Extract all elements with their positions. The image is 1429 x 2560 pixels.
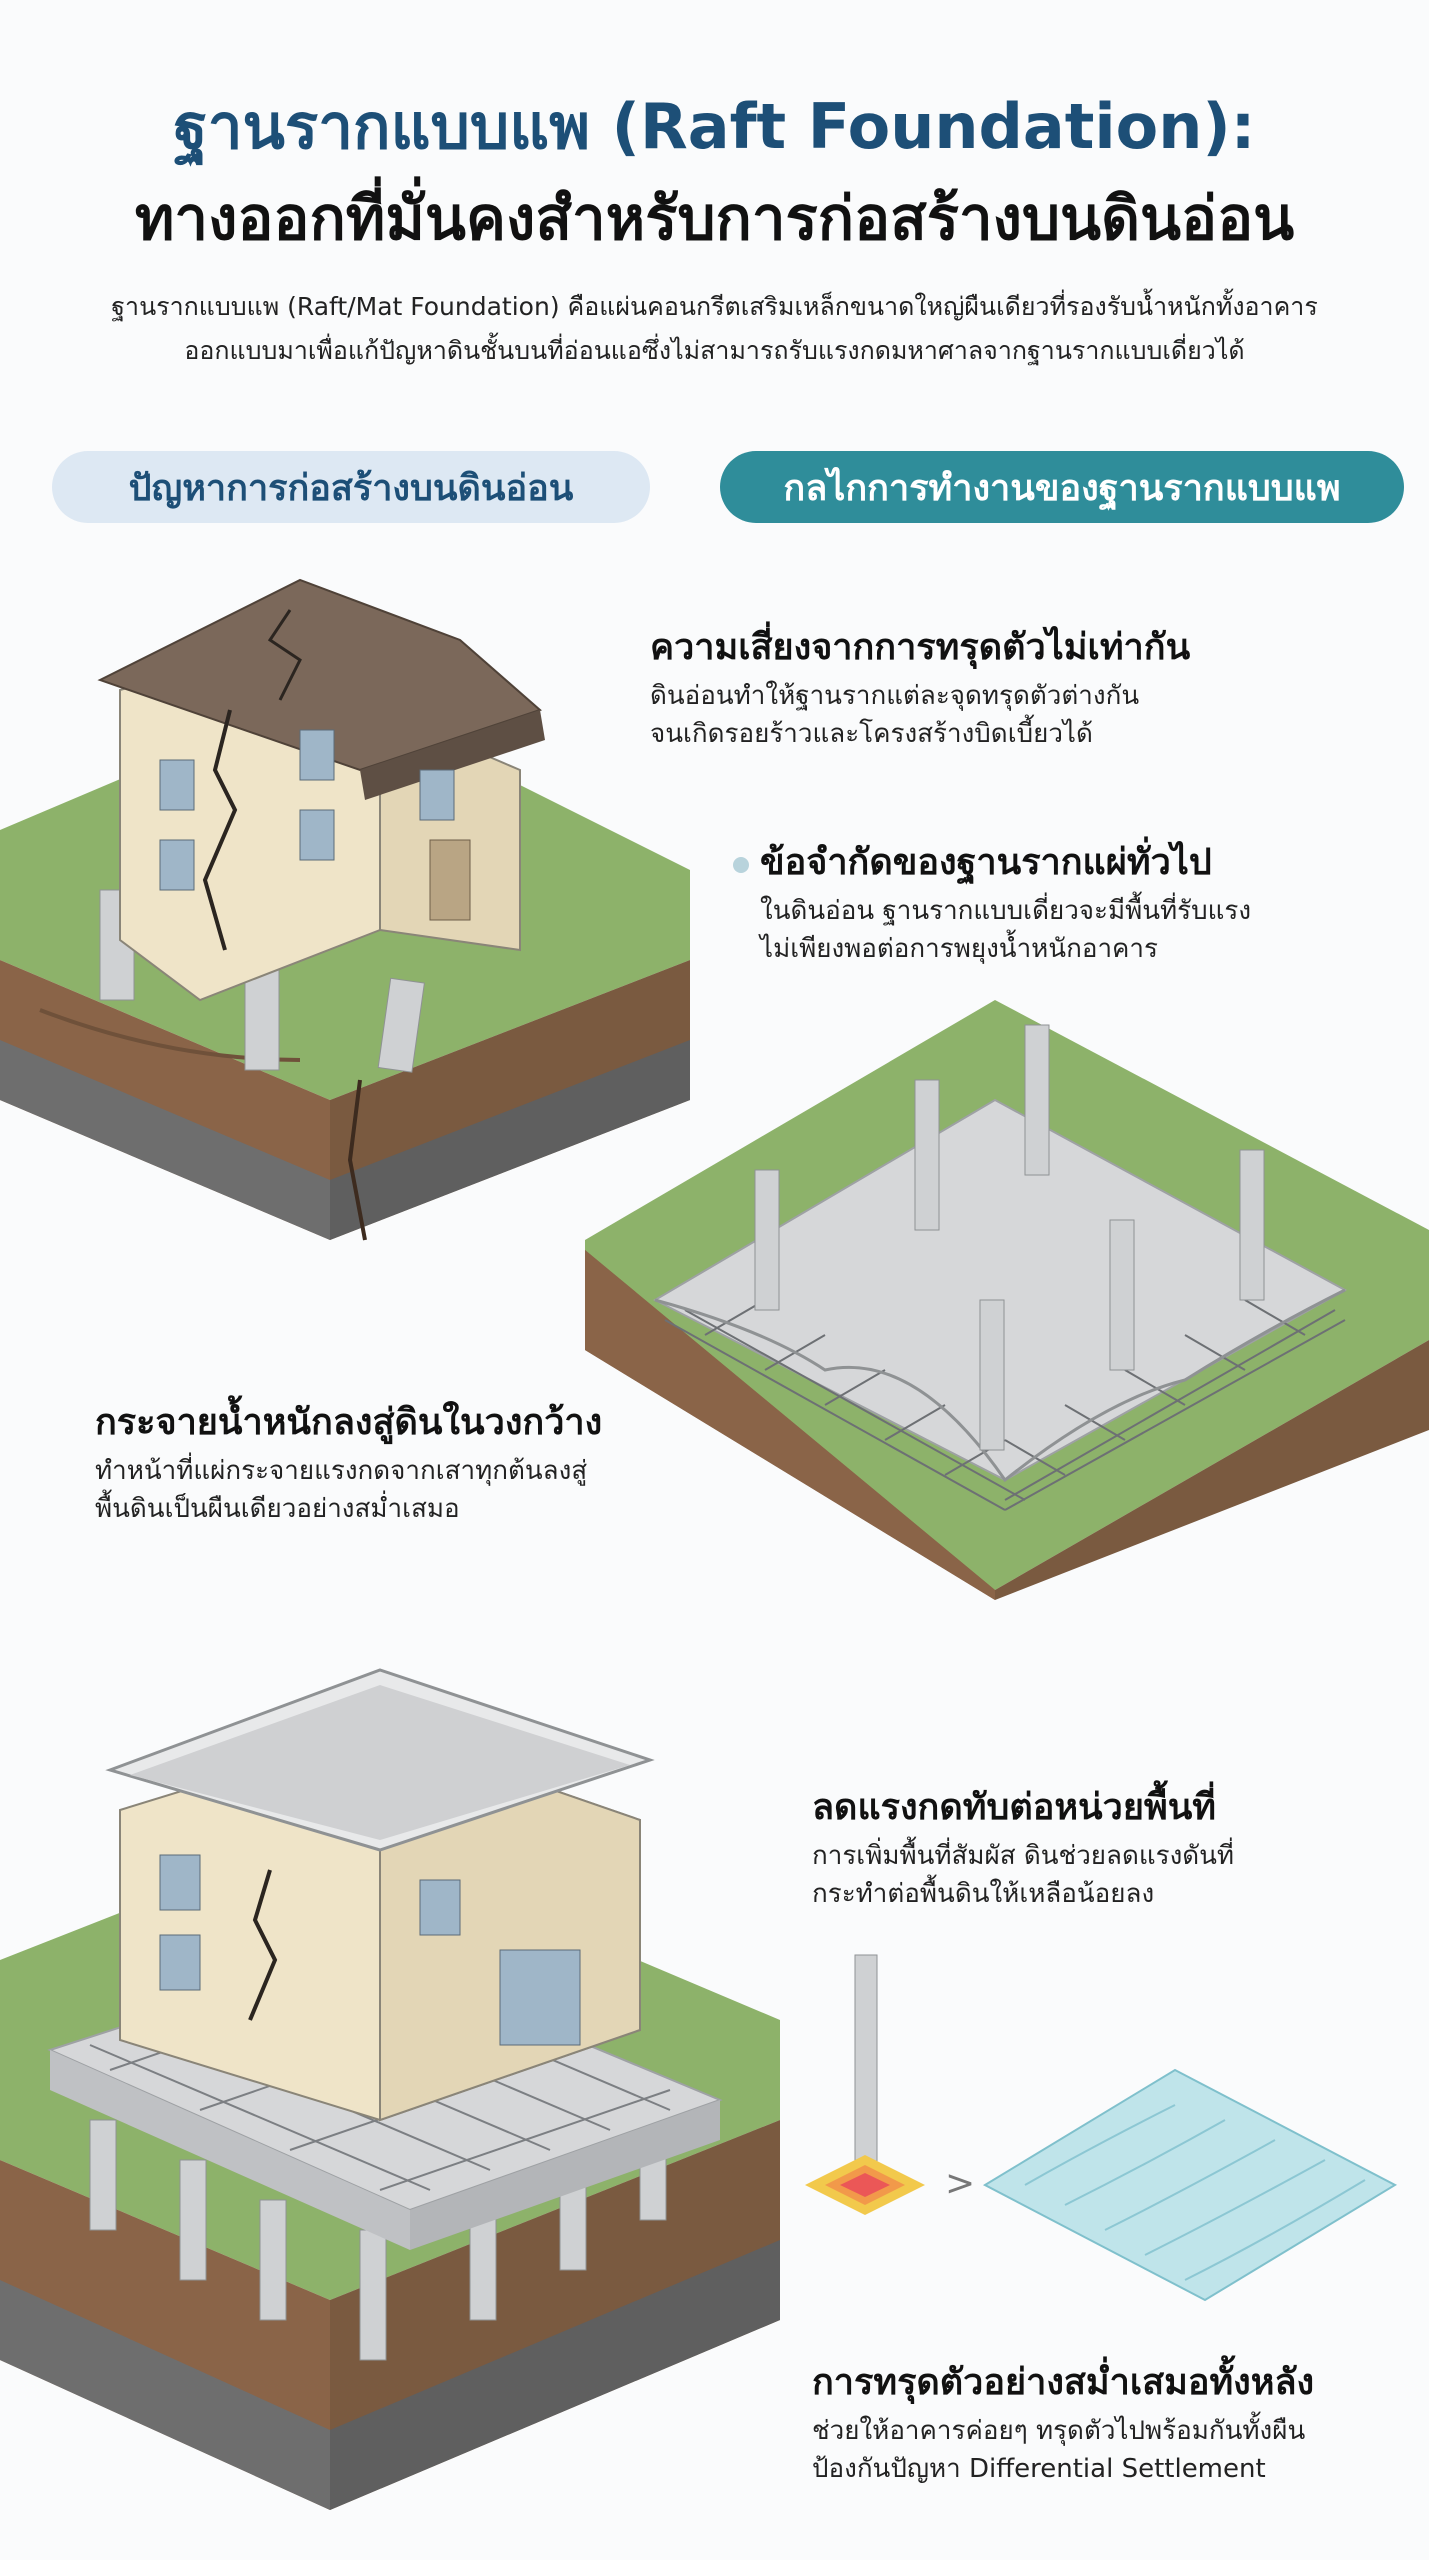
point-spread-title: กระจายน้ำหนักลงสู่ดินในวงกว้าง <box>95 1402 603 1443</box>
intro-line-2: ออกแบบมาเพื่อแก้ปัญหาดินชั้นบนที่อ่อนแอซ… <box>184 336 1245 365</box>
page-subtitle: ทางออกที่มั่นคงสำหรับการก่อสร้างบนดินอ่อ… <box>134 184 1295 254</box>
point-uniform: การทรุดตัวอย่างสม่ำเสมอทั้งหลัง ช่วยให้อ… <box>812 2360 1412 2488</box>
point-risk-line-2: จนเกิดรอยร้าวและโครงสร้างบิดเบี้ยวได้ <box>650 719 1093 749</box>
page-title: ฐานรากแบบแพ (Raft Foundation): <box>173 90 1256 163</box>
point-spread-line-1: ทำหน้าที่แผ่กระจายแรงกดจากเสาทุกต้นลงสู่ <box>95 1456 588 1486</box>
point-pressure-line-2: กระทำต่อพื้นดินให้เหลือน้อยลง <box>812 1879 1155 1909</box>
section-label-problem: ปัญหาการก่อสร้างบนดินอ่อน <box>52 451 650 523</box>
point-risk: ความเสี่ยงจากการทรุดตัวไม่เท่ากัน ดินอ่อ… <box>650 625 1370 753</box>
point-uniform-line-1: ช่วยให้อาคารค่อยๆ ทรุดตัวไปพร้อมกันทั้งผ… <box>812 2416 1306 2446</box>
raft-building-illustration <box>0 1668 780 2510</box>
cracked-house-illustration <box>0 578 690 1241</box>
point-uniform-title: การทรุดตัวอย่างสม่ำเสมอทั้งหลัง <box>812 2362 1315 2403</box>
point-limit-title: ข้อจำกัดของฐานรากแผ่ทั่วไป <box>760 842 1212 883</box>
point-risk-title: ความเสี่ยงจากการทรุดตัวไม่เท่ากัน <box>650 627 1191 668</box>
point-pressure: ลดแรงกดทับต่อหน่วยพื้นที่ การเพิ่มพื้นที… <box>812 1785 1392 1913</box>
intro-text: ฐานรากแบบแพ (Raft/Mat Foundation) คือแผ่… <box>60 285 1369 373</box>
point-spread-line-2: พื้นดินเป็นผืนเดียวอย่างสม่ำเสมอ <box>95 1494 460 1524</box>
pressure-comparison-illustration: > <box>805 1954 1398 2302</box>
point-limit: ข้อจำกัดของฐานรากแผ่ทั่วไป ในดินอ่อน ฐาน… <box>760 840 1400 968</box>
point-risk-line-1: ดินอ่อนทำให้ฐานรากแต่ละจุดทรุดตัวต่างกัน <box>650 681 1140 711</box>
point-pressure-line-1: การเพิ่มพื้นที่สัมผัส ดินช่วยลดแรงดันที่ <box>812 1841 1235 1871</box>
section-label-mechanism: กลไกการทำงานของฐานรากแบบแพ <box>720 451 1404 523</box>
intro-line-1: ฐานรากแบบแพ (Raft/Mat Foundation) คือแผ่… <box>111 292 1318 321</box>
raft-slab-illustration <box>585 1000 1429 1600</box>
point-uniform-line-2: ป้องกันปัญหา Differential Settlement <box>812 2454 1266 2484</box>
point-pressure-title: ลดแรงกดทับต่อหน่วยพื้นที่ <box>812 1787 1217 1828</box>
bullet-icon <box>733 857 749 873</box>
point-limit-line-2: ไม่เพียงพอต่อการพยุงน้ำหนักอาคาร <box>760 934 1158 964</box>
point-limit-line-1: ในดินอ่อน ฐานรากแบบเดี่ยวจะมีพื้นที่รับแ… <box>760 896 1252 926</box>
point-spread: กระจายน้ำหนักลงสู่ดินในวงกว้าง ทำหน้าที่… <box>95 1400 715 1528</box>
chevron-right-icon: > <box>945 2163 975 2204</box>
